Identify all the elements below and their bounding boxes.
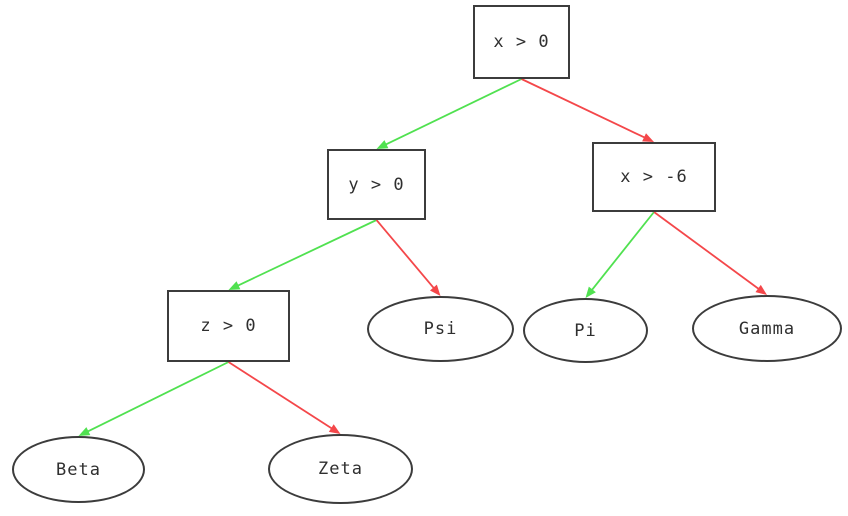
node-label: z > 0 [200, 316, 257, 336]
decision-node-z-gt-0: z > 0 [167, 290, 290, 362]
decision-node-x-gt-0: x > 0 [473, 5, 570, 79]
node-label: x > 0 [493, 32, 550, 52]
leaf-node-beta: Beta [12, 436, 145, 503]
tree-edge-y0-psi [375, 219, 437, 292]
arrowhead-x0-xm6 [642, 133, 654, 142]
node-label: Zeta [318, 459, 363, 479]
tree-edge-xm6-gamma [653, 211, 762, 292]
arrowhead-y0-z0 [228, 281, 241, 290]
tree-edge-xm6-pi [589, 211, 655, 294]
node-label: Psi [423, 319, 458, 339]
decision-node-y-gt-0: y > 0 [327, 149, 426, 220]
tree-edge-z0-zeta [228, 361, 336, 431]
node-label: Pi [574, 320, 597, 341]
leaf-node-gamma: Gamma [692, 295, 842, 362]
node-label: Beta [56, 459, 101, 480]
tree-edge-x0-xm6 [521, 78, 649, 140]
leaf-node-psi: Psi [367, 296, 514, 362]
node-label: Gamma [738, 318, 796, 339]
tree-edge-y0-z0 [234, 219, 377, 288]
decision-node-x-gt-neg6: x > -6 [592, 142, 716, 212]
arrowhead-y0-psi [429, 284, 441, 296]
leaf-node-zeta: Zeta [268, 434, 413, 504]
node-label: y > 0 [348, 174, 405, 195]
node-label: x > -6 [620, 167, 688, 187]
arrowhead-x0-y0 [376, 140, 389, 149]
tree-edge-z0-beta [84, 361, 229, 434]
arrowhead-xm6-gamma [755, 284, 767, 295]
arrowhead-xm6-pi [585, 286, 596, 298]
tree-edge-x0-y0 [382, 78, 522, 147]
arrowhead-z0-beta [78, 427, 91, 436]
arrowhead-z0-zeta [328, 424, 341, 434]
leaf-node-pi: Pi [523, 298, 648, 363]
